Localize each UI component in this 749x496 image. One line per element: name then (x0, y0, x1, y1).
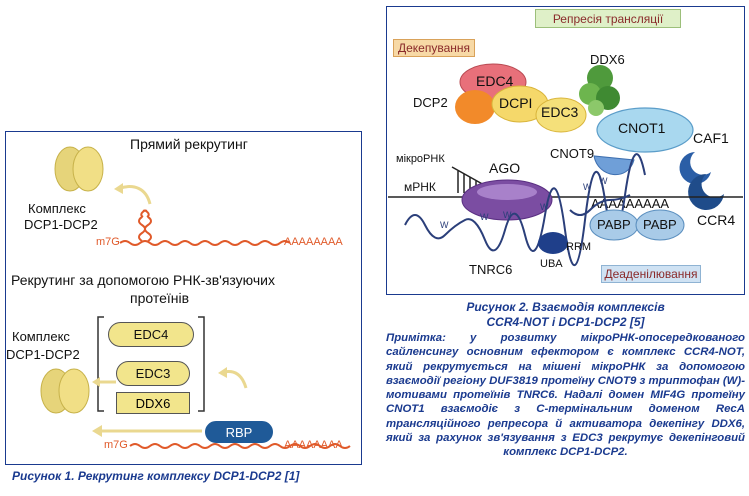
polya-bottom-label: AAAAAAAA (284, 439, 343, 451)
pabp-2-label: PABP (643, 217, 677, 232)
mrna-line (388, 196, 743, 198)
caf1-label: CAF1 (693, 130, 729, 146)
cnot9-protein-icon (593, 155, 635, 176)
dcp1-dcp2-complex-top-icon (54, 146, 104, 192)
uba-label: UBA (540, 258, 563, 270)
figure-2-caption-line1: Рисунок 2. Взаємодія комплексів (466, 300, 665, 314)
section-title-line1: Рекрутинг за допомогою РНК-зв'язуючих (11, 272, 275, 288)
uba-domain-icon (538, 232, 568, 254)
fig1-title: Прямий рекрутинг (130, 136, 248, 152)
svg-text:W: W (480, 212, 489, 222)
curved-arrow-top-icon (114, 183, 152, 205)
mrna-label: мРНК (404, 180, 436, 194)
ddx6-box: DDX6 (116, 392, 190, 414)
cnot1-protein-icon (596, 107, 694, 153)
figure-2-note: Примітка: у розвитку мікроРНК-опосередко… (386, 332, 745, 459)
complex-label-bottom-line2: DCP1-DCP2 (6, 347, 80, 362)
ago-label: AGO (489, 160, 521, 176)
arrow-rbp-to-complex-icon (92, 425, 202, 437)
figure-2-caption-line2: CCR4-NOT і DCP1-DCP2 [5] (486, 315, 645, 329)
dcp2-label: DCP2 (413, 95, 448, 110)
m7g-bottom-label: m7G (104, 439, 128, 451)
bracket-shape (97, 316, 205, 412)
deadenylation-label: Деаденілювання (601, 265, 701, 283)
ddx6-label: DDX6 (590, 52, 625, 67)
svg-text:W: W (440, 220, 449, 230)
ago-protein-icon (461, 179, 553, 221)
polya-top-label: AAAAAAAA (284, 236, 343, 248)
ccr4-label: CCR4 (697, 212, 736, 228)
edc4-label: EDC4 (476, 73, 514, 89)
mirna-label: мікроРНК (396, 153, 445, 165)
cnot9-label: CNOT9 (550, 146, 595, 161)
complex-label-top-line2: DCP1-DCP2 (24, 217, 98, 232)
pabp-1-label: PABP (597, 217, 631, 232)
edc3-protein-icon (535, 97, 587, 133)
pabp-proteins-icon (589, 209, 685, 241)
ccr4-protein-icon (688, 174, 724, 210)
dcp2-protein-icon (455, 90, 495, 124)
svg-text:W: W (599, 176, 608, 186)
complex-label-bottom-line1: Комплекс (12, 329, 70, 344)
cnot1-label: CNOT1 (618, 120, 666, 136)
m7g-top-label: m7G (96, 236, 120, 248)
dcp1-label: DCPI (499, 95, 533, 111)
figure-1-caption: Рисунок 1. Рекрутинг комплексу DCP1-DCP2… (12, 469, 300, 483)
ddx6-protein-icon (579, 65, 620, 116)
edc4-pill: EDC4 (108, 322, 194, 347)
section-title-line2: протеїнів (130, 290, 190, 306)
rrm-label: RRM (566, 241, 592, 253)
svg-text:W: W (503, 210, 512, 220)
curved-arrow-bottom-icon (218, 367, 248, 389)
tnrc6-label: TNRC6 (469, 262, 513, 277)
mrna-bottom-strand (129, 443, 351, 449)
edc3-pill: EDC3 (116, 361, 190, 386)
dcp1-dcp2-complex-bottom-icon (40, 368, 90, 414)
arrow-edc3-to-complex-icon (92, 377, 116, 387)
edc3-label: EDC3 (541, 104, 579, 120)
complex-label-top-line1: Комплекс (28, 201, 86, 216)
rbp-pill: RBP (205, 421, 273, 443)
svg-text:W: W (540, 202, 549, 212)
svg-text:W: W (583, 182, 592, 192)
translational-repression-label: Репресія трансляції (535, 9, 681, 28)
mrna-top-strand (119, 209, 291, 246)
decapping-label: Декепування (393, 39, 475, 57)
